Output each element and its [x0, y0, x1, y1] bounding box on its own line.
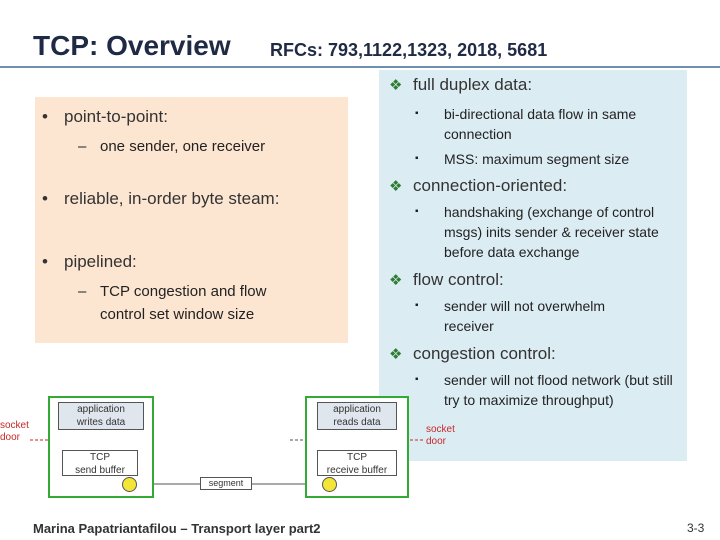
bullet-pipelined: • pipelined: — [42, 252, 137, 272]
item-text: sender will not flood network (but still… — [444, 372, 673, 408]
receiver-app-line-1: application — [333, 404, 381, 415]
bullet-icon: • — [42, 252, 48, 271]
receiver-app-line-2: reads data — [333, 417, 381, 428]
left-panel: • point-to-point: – one sender, one recei… — [35, 97, 348, 343]
bullet-label: pipelined: — [64, 252, 137, 271]
sub-item: – one sender, one receiver — [78, 135, 338, 158]
tcp-diagram: socket door socket door application writ… — [0, 378, 455, 503]
square-bullet-icon: ▪ — [415, 374, 419, 385]
slide-subtitle: RFCs: 793,1122,1323, 2018, 5681 — [270, 40, 548, 60]
slide-title: TCP: Overview — [33, 30, 231, 61]
item-flood-network: ▪ sender will not flood network (but sti… — [415, 370, 674, 410]
receive-buffer-box: TCP receive buffer — [317, 450, 397, 476]
item-text: bi-directional data flow in same connect… — [444, 106, 637, 142]
receiver-host-box: application reads data TCP receive buffe… — [305, 396, 409, 498]
heading-text: flow control: — [413, 270, 504, 289]
item-handshaking: ▪ handshaking (exchange of control msgs)… — [415, 202, 682, 262]
sender-socket-circle — [122, 477, 137, 492]
send-buffer-box: TCP send buffer — [62, 450, 138, 476]
item-text: handshaking (exchange of control msgs) i… — [444, 204, 659, 260]
item-overwhelm: ▪ sender will not overwhelm receiver — [415, 296, 654, 336]
left-socket-door-label: socket door — [0, 420, 40, 444]
sender-app-line-1: application — [77, 404, 125, 415]
bullet-label: reliable, in-order byte steam: — [64, 189, 280, 208]
bullet-icon: • — [42, 189, 48, 208]
bullet-reliable: • reliable, in-order byte steam: — [42, 189, 279, 209]
item-text: MSS: maximum segment size — [444, 151, 630, 167]
receiver-application-box: application reads data — [317, 402, 397, 430]
diamond-bullet-icon: ❖ — [389, 346, 403, 363]
page-number: 3-3 — [687, 521, 705, 535]
socket-label-line: socket — [0, 420, 29, 431]
sub-item-text: TCP congestion and flow control set wind… — [100, 283, 267, 323]
diamond-bullet-icon: ❖ — [389, 178, 403, 195]
square-bullet-icon: ▪ — [415, 108, 419, 119]
heading-text: connection-oriented: — [413, 176, 568, 195]
receive-buffer-line-2: receive buffer — [326, 465, 388, 476]
sub-item: – TCP congestion and flow control set wi… — [78, 280, 303, 326]
square-bullet-icon: ▪ — [415, 153, 419, 164]
door-label-line: door — [0, 432, 21, 443]
sender-application-box: application writes data — [58, 402, 144, 430]
item-bidirectional: ▪ bi-directional data flow in same conne… — [415, 104, 682, 144]
sender-app-line-2: writes data — [76, 417, 126, 428]
right-socket-door-label: socket door — [426, 424, 455, 448]
receive-buffer-line-1: TCP — [347, 452, 367, 463]
bullet-icon: • — [42, 107, 48, 126]
right-panel: ❖ full duplex data: ▪ bi-directional data… — [379, 70, 687, 461]
square-bullet-icon: ▪ — [415, 206, 419, 217]
send-buffer-line-2: send buffer — [75, 465, 125, 476]
receiver-socket-circle — [322, 477, 337, 492]
diamond-bullet-icon: ❖ — [389, 272, 403, 289]
square-bullet-icon: ▪ — [415, 300, 419, 311]
segment-box: segment — [200, 477, 252, 490]
heading-text: full duplex data: — [413, 75, 533, 94]
door-label-line: door — [426, 436, 447, 447]
heading-congestion-control: ❖ congestion control: — [389, 344, 556, 364]
bullet-label: point-to-point: — [64, 107, 168, 126]
send-buffer-line-1: TCP — [90, 452, 110, 463]
heading-full-duplex: ❖ full duplex data: — [389, 75, 532, 95]
sender-host-box: application writes data TCP send buffer — [48, 396, 154, 498]
dash-icon: – — [78, 283, 87, 300]
item-text: sender will not overwhelm receiver — [444, 298, 606, 334]
heading-flow-control: ❖ flow control: — [389, 270, 504, 290]
heading-connection-oriented: ❖ connection-oriented: — [389, 176, 567, 196]
heading-text: congestion control: — [413, 344, 556, 363]
item-mss: ▪ MSS: maximum segment size — [415, 149, 682, 169]
dash-icon: – — [78, 138, 87, 155]
bullet-point-to-point: • point-to-point: — [42, 107, 168, 127]
socket-label-line: socket — [426, 424, 455, 435]
slide-footer: Marina Papatriantafilou – Transport laye… — [33, 521, 321, 536]
title-divider — [0, 66, 720, 68]
sub-item-text: one sender, one receiver — [100, 138, 266, 155]
diamond-bullet-icon: ❖ — [389, 77, 403, 94]
